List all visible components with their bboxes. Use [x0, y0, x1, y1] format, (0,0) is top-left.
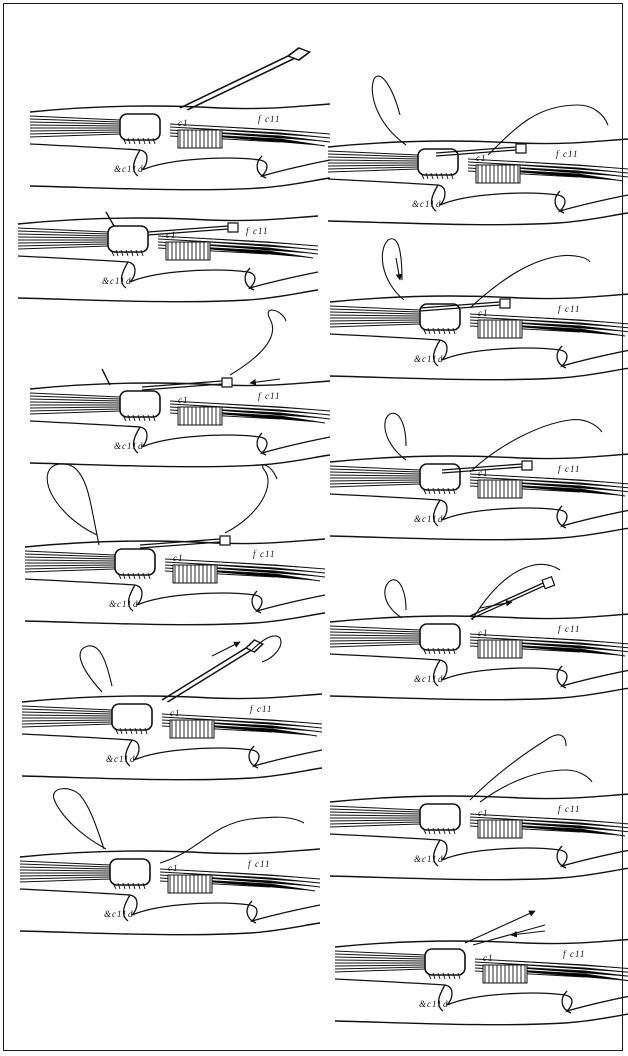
panel-L5	[22, 636, 322, 780]
panel-L3	[30, 310, 330, 467]
panel-L6	[20, 789, 320, 935]
panel-R2	[330, 239, 628, 380]
panel-L2	[18, 212, 318, 302]
panel-L1	[30, 48, 330, 190]
panel-R4	[330, 564, 628, 699]
panel-R3	[330, 413, 628, 539]
panel-R5	[330, 735, 628, 880]
panel-R1	[328, 76, 628, 225]
panel-R6	[335, 911, 628, 1025]
panel-L4	[25, 464, 325, 625]
